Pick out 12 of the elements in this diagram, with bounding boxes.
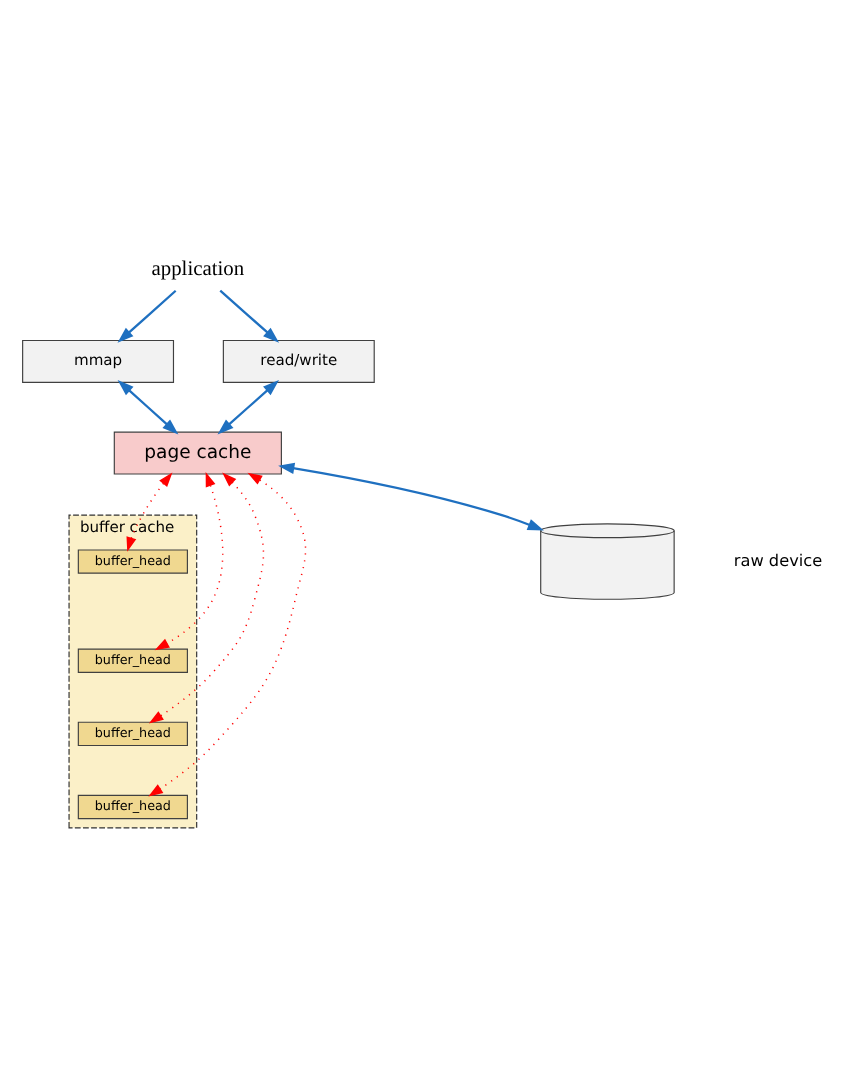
arrow [116, 289, 176, 343]
arrow [277, 462, 543, 531]
arrow [125, 472, 172, 552]
arrow [216, 380, 278, 435]
arrow [147, 472, 306, 797]
arrow [218, 289, 279, 343]
arrow [116, 380, 178, 435]
node-label: raw device [732, 549, 822, 570]
node-box: page cache [112, 431, 281, 475]
arrow [153, 472, 223, 651]
arrow [147, 472, 264, 724]
node-text: application [150, 258, 244, 281]
